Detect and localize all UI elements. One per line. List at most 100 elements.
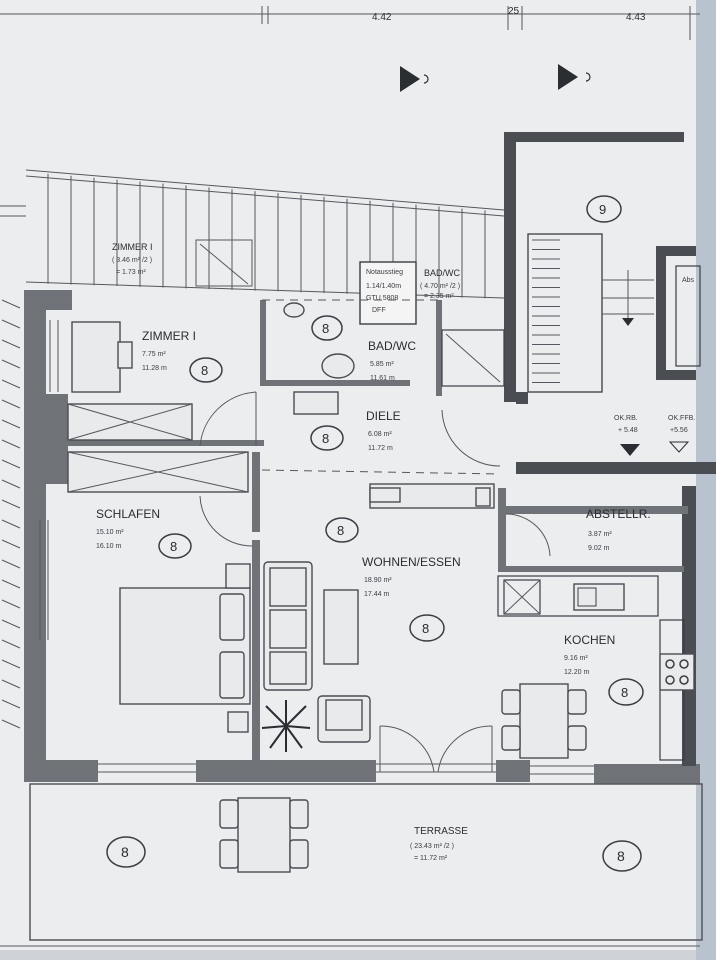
svg-text:8: 8 bbox=[121, 844, 129, 860]
schlafen-name: SCHLAFEN bbox=[96, 507, 160, 521]
plant-icon bbox=[261, 700, 311, 752]
terrasse-table bbox=[219, 797, 309, 873]
room-marker-terrasse-left: 8 bbox=[106, 836, 146, 868]
svg-text:8: 8 bbox=[337, 523, 344, 538]
svg-text:8: 8 bbox=[201, 363, 208, 378]
kitchen-dining-table bbox=[501, 683, 587, 759]
hatch-stroke bbox=[1, 499, 21, 509]
terrasse-area: ( 23.43 m² /2 ) bbox=[410, 843, 454, 850]
room-number-markers: 9 8 8 8 8 8 8 8 8 8 bbox=[106, 195, 644, 872]
okffb-label: OK.FFB. bbox=[668, 415, 695, 422]
window-frames bbox=[39, 320, 594, 775]
room-marker-kochen: 8 bbox=[608, 678, 644, 706]
room-marker-schlafen: 8 bbox=[158, 533, 192, 559]
room-marker-stair: 9 bbox=[586, 195, 622, 223]
hatch-stroke bbox=[1, 599, 21, 609]
svg-text:8: 8 bbox=[422, 621, 429, 636]
room-marker-diele: 8 bbox=[310, 425, 344, 451]
dimension-right: 4.43 bbox=[626, 12, 646, 23]
diele-name: DIELE bbox=[366, 409, 401, 423]
bad-name: BAD/WC bbox=[368, 339, 416, 353]
zimmer-area2: 11.28 m bbox=[142, 365, 167, 372]
svg-text:8: 8 bbox=[621, 685, 628, 700]
level-marks: OK.RB. + 5.48 OK.FFB. +5.56 bbox=[614, 415, 695, 456]
note-line-3: GTU 5808 bbox=[366, 295, 398, 302]
hatch-stroke bbox=[1, 539, 21, 549]
zimmer-area: 7.75 m² bbox=[142, 351, 166, 358]
outer-walls bbox=[24, 290, 700, 784]
doors bbox=[199, 391, 551, 773]
outside-hatch bbox=[1, 299, 21, 729]
kochen-area2: 12.20 m bbox=[564, 669, 589, 676]
hatch-stroke bbox=[1, 699, 21, 709]
sideboard bbox=[369, 483, 495, 509]
stove-icon bbox=[659, 653, 695, 691]
interior-walls bbox=[64, 300, 688, 760]
dashed-lines bbox=[261, 299, 501, 475]
dimension-left: 4.42 bbox=[372, 12, 392, 23]
room-marker-wohnen: 8 bbox=[409, 614, 445, 642]
kochen-name: KOCHEN bbox=[564, 633, 615, 647]
wohnen-name: WOHNEN/ESSEN bbox=[362, 555, 461, 569]
hatch-stroke bbox=[1, 359, 21, 369]
diele-area2: 11.72 m bbox=[368, 445, 393, 452]
note-line-1: Notausstieg bbox=[366, 269, 403, 276]
roof-exit-note-box: Notausstieg 1.14/1.40m GTU 5808 DFF bbox=[359, 261, 417, 325]
top-dimension-line: 4.42 25 4.43 bbox=[0, 6, 700, 40]
right-edge-text: Abs bbox=[682, 277, 695, 284]
okrb-label: OK.RB. bbox=[614, 415, 638, 422]
hatch-stroke bbox=[1, 519, 21, 529]
hatch-stroke bbox=[1, 479, 21, 489]
note-line-2: 1.14/1.40m bbox=[366, 283, 401, 290]
bad-upper-area2: = 2.35 m² bbox=[424, 293, 454, 300]
terrasse-border bbox=[0, 783, 703, 947]
room-marker-bad-upper: 8 bbox=[311, 315, 343, 341]
abstellr-area2: 9.02 m bbox=[588, 545, 610, 552]
hatch-stroke bbox=[1, 459, 21, 469]
hatch-stroke bbox=[1, 719, 21, 729]
hatch-stroke bbox=[1, 659, 21, 669]
okrb-triangle-icon bbox=[620, 444, 640, 456]
hatch-stroke bbox=[1, 619, 21, 629]
wardrobes bbox=[67, 403, 249, 493]
section-arrow-right-icon bbox=[558, 64, 591, 90]
bad-area2: 11.61 m bbox=[370, 375, 395, 382]
bad-upper-name: BAD/WC bbox=[424, 268, 461, 278]
zimmer-upper-name: ZIMMER I bbox=[112, 242, 153, 252]
section-arrow-left-icon bbox=[400, 66, 429, 92]
coffee-table bbox=[323, 589, 359, 665]
room-marker-zimmer: 8 bbox=[189, 357, 223, 383]
hatch-stroke bbox=[1, 379, 21, 389]
hatch-stroke bbox=[1, 559, 21, 569]
svg-text:8: 8 bbox=[617, 848, 625, 864]
wohnen-area2: 17.44 m bbox=[364, 591, 389, 598]
right-background bbox=[696, 0, 716, 960]
bed bbox=[119, 563, 251, 733]
sofa bbox=[263, 561, 313, 691]
note-line-4: DFF bbox=[372, 307, 386, 314]
terrasse-name: TERRASSE bbox=[414, 826, 468, 837]
okffb-value: +5.56 bbox=[670, 427, 688, 434]
room-marker-terrasse-right: 8 bbox=[602, 840, 642, 872]
kitchen-units bbox=[497, 575, 695, 761]
zimmer-upper-area: ( 3.46 m² /2 ) bbox=[112, 257, 152, 264]
schlafen-area2: 16.10 m bbox=[96, 543, 121, 550]
bath-fixtures bbox=[283, 302, 505, 415]
room-marker-wohnen-top: 8 bbox=[325, 517, 359, 543]
hatch-stroke bbox=[1, 639, 21, 649]
attic-window bbox=[195, 239, 253, 287]
diele-area: 6.08 m² bbox=[368, 431, 392, 438]
svg-text:8: 8 bbox=[322, 321, 329, 336]
svg-text:8: 8 bbox=[170, 539, 177, 554]
terrasse-area2: = 11.72 m² bbox=[414, 855, 448, 862]
schlafen-area: 15.10 m² bbox=[96, 529, 124, 536]
bad-upper-area: ( 4.70 m² /2 ) bbox=[420, 283, 460, 290]
hatch-stroke bbox=[1, 679, 21, 689]
hatch-stroke bbox=[1, 319, 21, 329]
okffb-triangle-icon bbox=[668, 441, 690, 453]
hatch-stroke bbox=[1, 399, 21, 409]
dimension-middle: 25 bbox=[508, 6, 520, 17]
bad-area: 5.85 m² bbox=[370, 361, 394, 368]
svg-text:8: 8 bbox=[322, 431, 329, 446]
